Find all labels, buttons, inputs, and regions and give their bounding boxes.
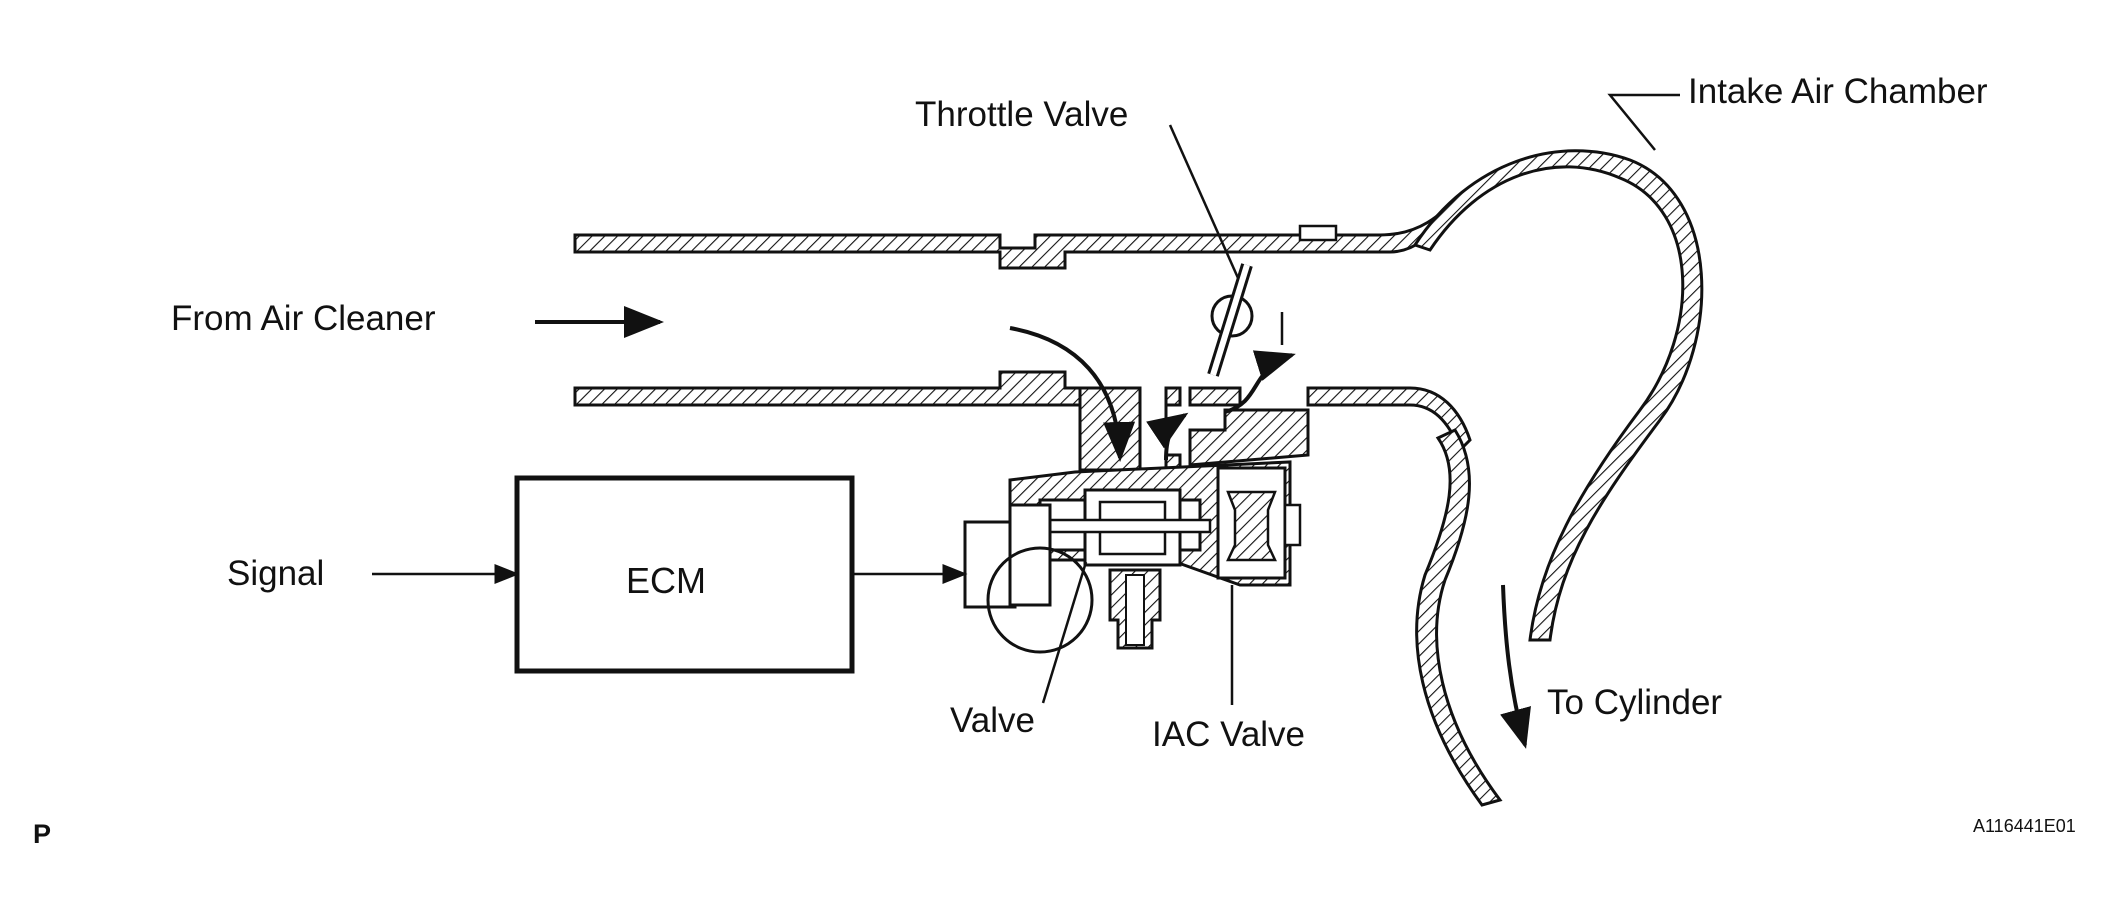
from-air-cleaner-label: From Air Cleaner bbox=[171, 299, 436, 338]
figure-code: A116441E01 bbox=[1973, 816, 2076, 836]
iac-valve-body bbox=[963, 386, 1310, 654]
throttle-valve bbox=[1168, 124, 1254, 377]
bypass-out-arrow-2 bbox=[1224, 350, 1296, 414]
page-mark: P bbox=[33, 819, 52, 849]
to-cylinder-label: To Cylinder bbox=[1547, 683, 1723, 722]
iac-valve-label: IAC Valve bbox=[1152, 715, 1306, 754]
upper-intake-wall bbox=[573, 191, 1462, 270]
to-cylinder-arrow bbox=[1500, 584, 1531, 749]
valve-label: Valve bbox=[950, 701, 1035, 740]
intake-air-chamber bbox=[1412, 93, 1704, 807]
ecm-label: ECM bbox=[626, 560, 706, 601]
lower-intake-wall bbox=[573, 370, 1472, 453]
throttle-valve-label: Throttle Valve bbox=[915, 95, 1129, 134]
signal-label: Signal bbox=[227, 554, 325, 593]
valve-leader bbox=[1041, 561, 1088, 704]
bypass-out-arrow-1 bbox=[1146, 412, 1189, 461]
bypass-in-arrow bbox=[1009, 326, 1136, 462]
intake-air-chamber-label: Intake Air Chamber bbox=[1688, 72, 1988, 111]
